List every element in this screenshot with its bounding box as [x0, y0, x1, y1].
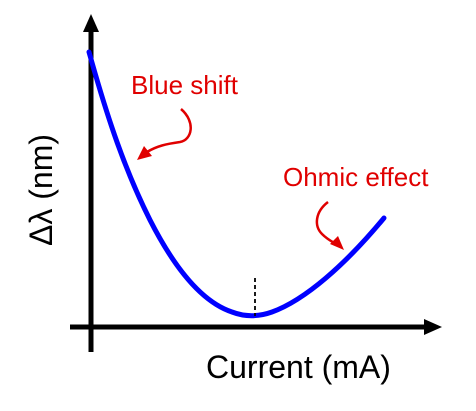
- x-axis-label: Current (mA): [206, 349, 391, 385]
- y-axis-arrowhead: [83, 14, 99, 32]
- annotation-ohmic-effect: Ohmic effect: [283, 162, 429, 192]
- annotation-blue-shift-arrowhead: [137, 146, 152, 160]
- annotation-ohmic-effect-arrow: [315, 201, 337, 246]
- delta-lambda-curve: [86, 49, 387, 319]
- y-axis-label: Δλ (nm): [23, 134, 59, 246]
- annotation-blue-shift-arrow: [146, 108, 192, 154]
- annotation-blue-shift: Blue shift: [131, 70, 239, 100]
- axes: [70, 14, 442, 352]
- x-axis-arrowhead: [424, 319, 442, 335]
- annotation-ohmic-effect-arrowhead: [330, 236, 344, 250]
